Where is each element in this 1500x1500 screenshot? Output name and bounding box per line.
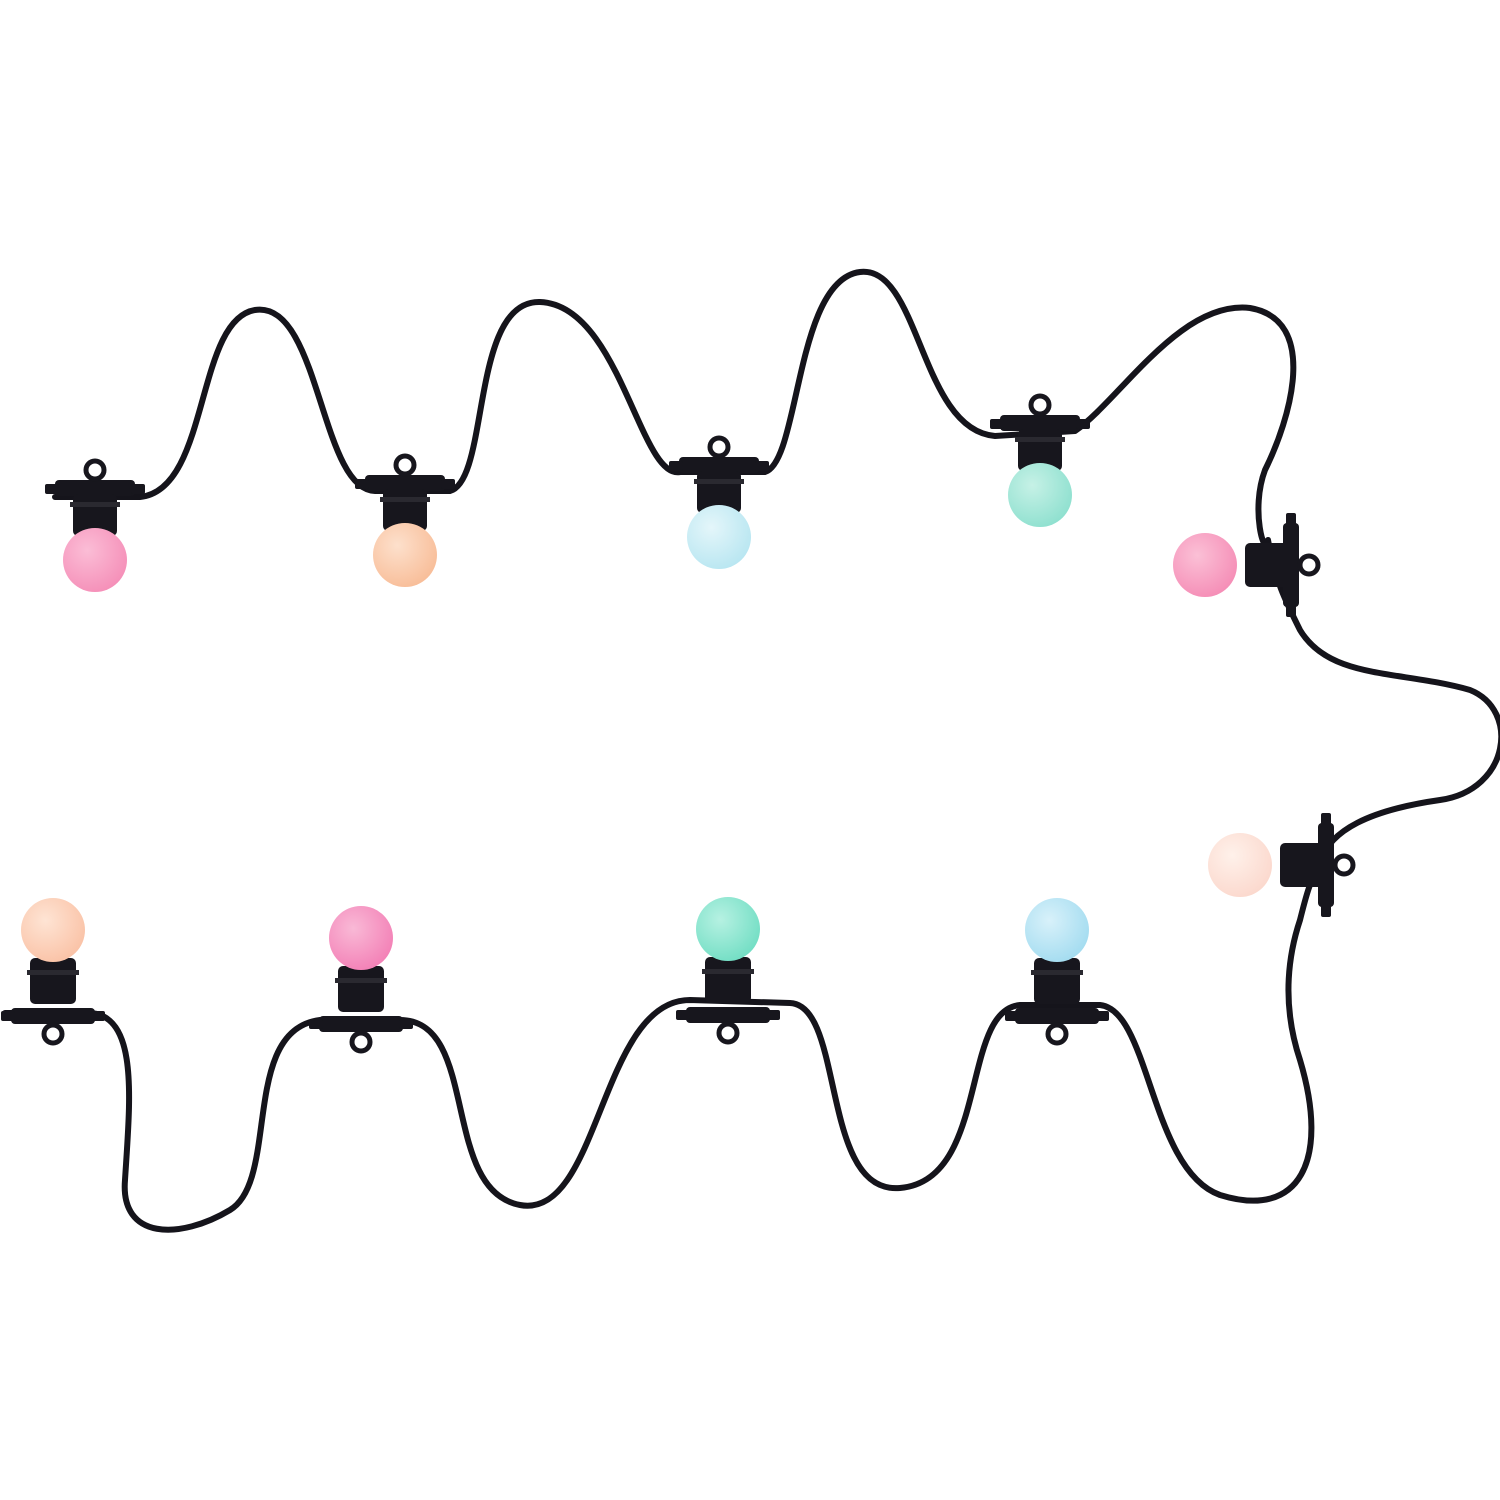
bulb-5 xyxy=(1173,533,1237,597)
socket-3 xyxy=(669,435,769,513)
socket-1 xyxy=(45,458,145,536)
socket-8 xyxy=(309,966,413,1054)
bulb-10 xyxy=(1025,898,1089,962)
bulb-2 xyxy=(373,523,437,587)
socket-2 xyxy=(355,453,455,531)
socket-6 xyxy=(1280,813,1356,917)
bulb-6 xyxy=(1208,833,1272,897)
bulb-9 xyxy=(696,897,760,961)
bulb-4 xyxy=(1008,463,1072,527)
cable xyxy=(2,268,1500,1233)
bulb-1 xyxy=(63,528,127,592)
bulb-8 xyxy=(329,906,393,970)
bulb-3 xyxy=(687,505,751,569)
socket-10 xyxy=(1005,958,1109,1046)
bulb-7 xyxy=(21,898,85,962)
socket-5 xyxy=(1245,513,1321,617)
socket-9 xyxy=(676,957,780,1045)
socket-4 xyxy=(990,393,1090,471)
socket-7 xyxy=(1,958,105,1046)
